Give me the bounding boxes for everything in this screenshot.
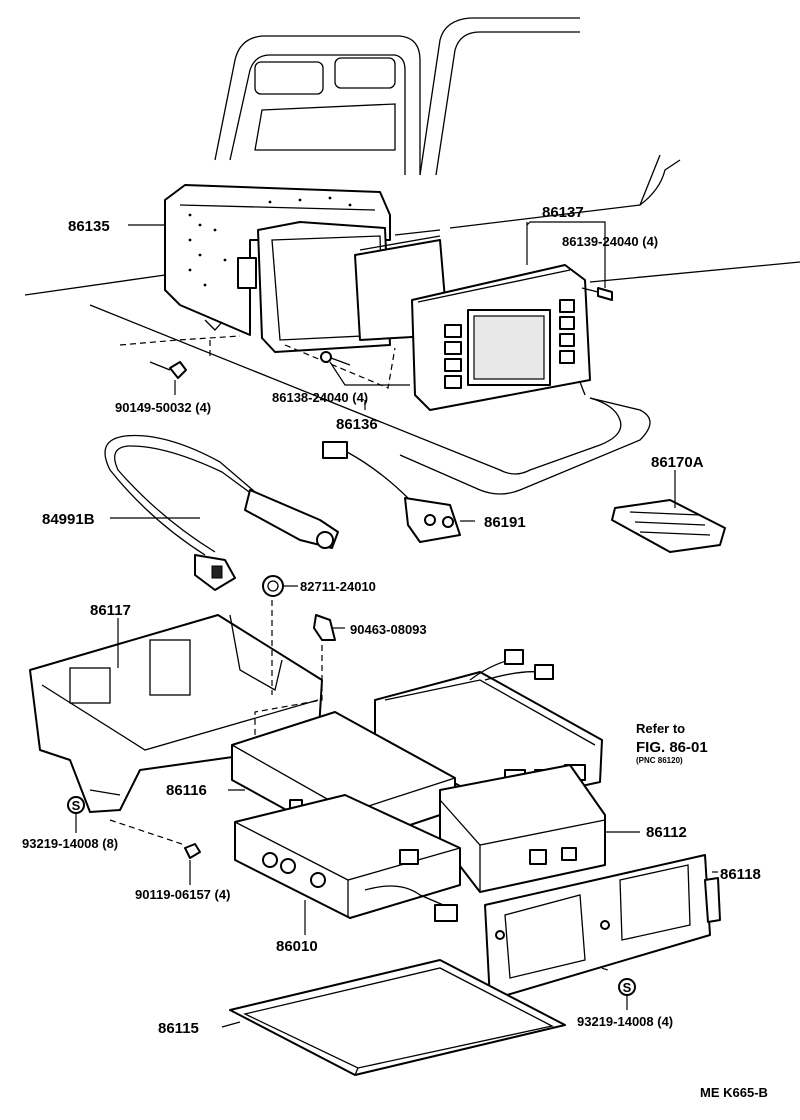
part-90463-clamp (313, 614, 336, 641)
screw-86139 (581, 287, 613, 301)
part-84991b-cable (104, 434, 339, 591)
svg-text:S: S (72, 798, 81, 813)
part-86010-amplifier (234, 794, 461, 922)
label-86170a: 86170A (651, 454, 704, 471)
label-86138-24040: 86138-24040 (4) (272, 390, 368, 405)
part-86112-box (439, 764, 606, 893)
label-93219-14008-8: 93219-14008 (8) (22, 836, 118, 851)
dashed-guide-1 (119, 335, 241, 346)
s-marker-left: S (67, 796, 85, 814)
label-86139-24040: 86139-24040 (4) (562, 234, 658, 249)
part-86115-tray (229, 959, 566, 1076)
label-86137: 86137 (542, 204, 584, 221)
label-84991b: 84991B (42, 511, 95, 528)
part-86137-display-unit (411, 264, 591, 411)
label-86191: 86191 (484, 514, 526, 531)
label-pnc-86120: (PNC 86120) (636, 756, 683, 765)
label-86115: 86115 (158, 1020, 199, 1037)
svg-text:S: S (623, 980, 632, 995)
mount-hole-dots (188, 196, 352, 287)
part-86117-bracket (29, 614, 323, 813)
diagram-code: ME K665-B (700, 1085, 768, 1100)
washer-90119 (184, 843, 201, 859)
part-86136-display-housing (257, 221, 449, 353)
dashed-guide-6 (109, 819, 186, 846)
part-86118-bracket (484, 854, 721, 1001)
part-86191-connector (322, 441, 461, 543)
label-86118: 86118 (720, 866, 761, 883)
label-90149-50032: 90149-50032 (4) (115, 400, 211, 415)
label-90463-08093: 90463-08093 (350, 622, 427, 637)
label-93219-14008-4: 93219-14008 (4) (577, 1014, 673, 1029)
label-86136: 86136 (336, 416, 378, 433)
dashed-guide-2 (284, 344, 396, 389)
label-fig-86-01: FIG. 86-01 (636, 739, 708, 756)
part-86135-bracket (164, 184, 391, 336)
part-86170a-remote (611, 499, 726, 553)
label-86112: 86112 (646, 824, 687, 841)
label-86117: 86117 (90, 602, 131, 619)
label-86135: 86135 (68, 218, 110, 235)
part-82711-clip (262, 575, 284, 597)
leader-lines (75, 221, 718, 1028)
dashboard-outline (24, 17, 800, 495)
label-refer-to: Refer to (636, 721, 685, 736)
label-86010: 86010 (276, 938, 318, 955)
screw-86138 (320, 351, 351, 366)
label-90119-06157: 90119-06157 (4) (135, 887, 230, 902)
s-marker-right: S (618, 978, 636, 996)
label-82711-24010: 82711-24010 (300, 579, 376, 594)
label-86116: 86116 (166, 782, 207, 799)
screw-90149 (149, 361, 187, 379)
